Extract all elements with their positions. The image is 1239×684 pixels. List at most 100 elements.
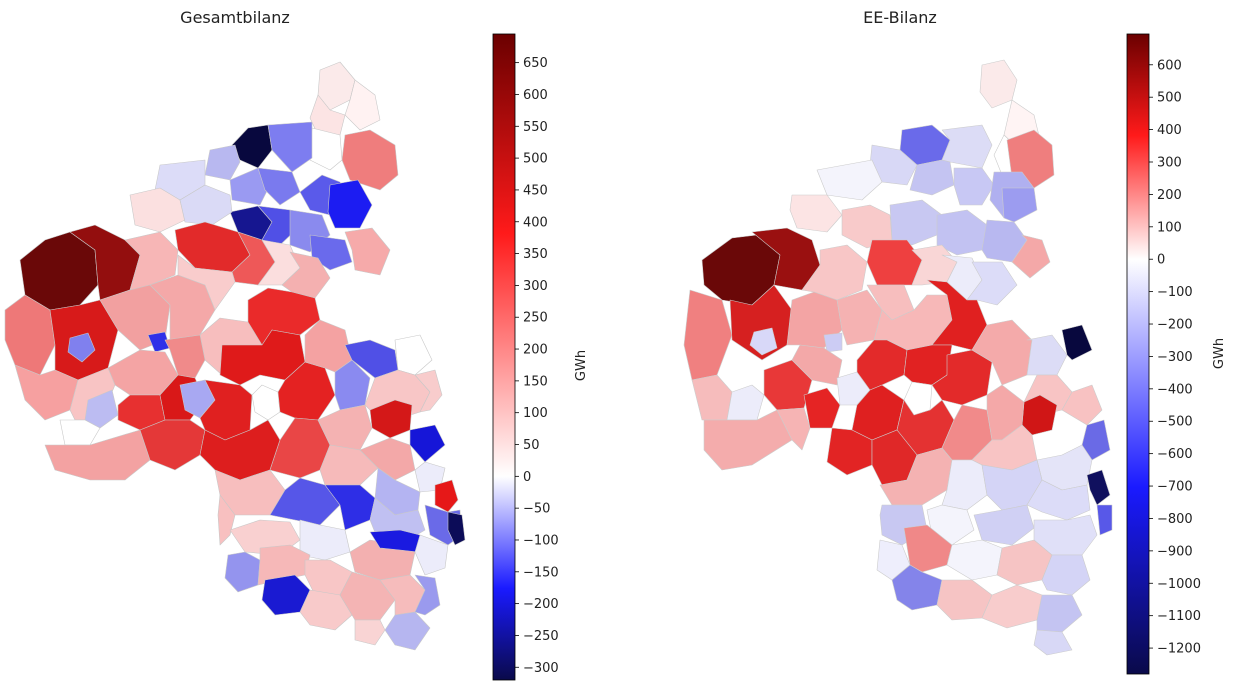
region (354, 619, 386, 646)
region (1061, 324, 1093, 361)
colorbar-tick-label: 600 (523, 88, 548, 103)
region (179, 184, 233, 226)
colorbar-tick-label: 200 (1157, 188, 1182, 203)
region (434, 479, 459, 513)
region (941, 124, 993, 169)
colorbar-tick-label: −150 (523, 565, 559, 580)
region (247, 287, 321, 346)
colorbar-tick-label: −1000 (1157, 577, 1201, 592)
region (384, 611, 431, 651)
colorbar-bar (492, 33, 516, 681)
colorbar-gradient: 650600550500450400350300250200150100500−… (492, 33, 559, 681)
region (1096, 504, 1113, 536)
region (749, 327, 778, 356)
region (971, 319, 1033, 386)
region (414, 369, 443, 413)
colorbar-tick-label: 450 (523, 183, 548, 198)
colorbar-tick-label: 0 (523, 470, 531, 485)
colorbar-tick-label: 350 (523, 247, 548, 262)
region (1011, 234, 1051, 279)
region (776, 407, 811, 451)
region (299, 519, 351, 561)
region (447, 511, 466, 546)
choropleth-map-ee-bilanz (683, 59, 1113, 656)
region (327, 179, 373, 229)
colorbar-tick-label: −100 (1157, 285, 1193, 300)
region (139, 419, 206, 471)
region (703, 409, 793, 471)
colorbar-tick-label: −1100 (1157, 609, 1201, 624)
colorbar-tick-label: 100 (523, 406, 548, 421)
region (1033, 629, 1073, 656)
colorbar-tick-label: 550 (523, 120, 548, 135)
region (1081, 419, 1111, 461)
region (409, 424, 446, 463)
region (691, 374, 733, 421)
region (726, 384, 765, 421)
colorbar-tick-label: −100 (523, 533, 559, 548)
region (394, 334, 433, 376)
colorbar-tick-label: −400 (1157, 382, 1193, 397)
region (1001, 187, 1038, 223)
region (1036, 594, 1083, 633)
colorbar-tick-label: −800 (1157, 512, 1193, 527)
region (67, 332, 96, 363)
region (59, 419, 101, 446)
colorbar-tick-label: 400 (523, 215, 548, 230)
region (816, 159, 883, 201)
colorbar-tick-label: 650 (523, 56, 548, 71)
region (177, 254, 236, 311)
region (1061, 384, 1103, 426)
region (936, 209, 988, 256)
region (791, 344, 843, 386)
region (803, 387, 841, 429)
colorbar-tick-label: −300 (1157, 350, 1193, 365)
region (889, 199, 943, 246)
colorbar-tick-label: −50 (523, 502, 550, 517)
map-title: EE-Bilanz (863, 8, 937, 27)
colorbar-tick-label: 300 (1157, 156, 1182, 171)
region (267, 121, 313, 173)
colorbar-tick-label: 300 (523, 279, 548, 294)
colorbar-tick-label: −900 (1157, 544, 1193, 559)
choropleth-map-gesamtbilanz (4, 61, 466, 651)
region (341, 129, 399, 191)
region (823, 332, 843, 353)
region (953, 167, 995, 206)
region (229, 167, 271, 206)
colorbar-tick-label: 0 (1157, 253, 1165, 268)
region (124, 231, 179, 291)
region (304, 319, 353, 373)
colorbar-tick-label: 500 (523, 152, 548, 167)
region (344, 227, 391, 276)
region (414, 534, 449, 576)
region (414, 574, 441, 616)
region (4, 294, 56, 376)
colorbar-tick-label: −1200 (1157, 642, 1201, 657)
region (946, 539, 1003, 581)
colorbar-tick-label: 500 (1157, 91, 1182, 106)
region (856, 339, 908, 391)
region (309, 234, 353, 271)
region (1026, 334, 1068, 376)
region (99, 284, 171, 351)
colorbar-tick-label: 100 (1157, 220, 1182, 235)
region (966, 261, 1018, 306)
colorbar-tick-label: −200 (523, 597, 559, 612)
region (84, 389, 119, 429)
colorbar-tick-label: −600 (1157, 447, 1193, 462)
region (217, 494, 236, 546)
colorbar-tick-label: 250 (523, 311, 548, 326)
region (44, 429, 151, 481)
region (269, 477, 341, 526)
region (204, 144, 241, 181)
region (789, 194, 843, 233)
colorbar-tick-label: 400 (1157, 123, 1182, 138)
region (257, 167, 301, 206)
region (1026, 479, 1091, 521)
region (224, 551, 261, 593)
region (344, 79, 381, 131)
colorbar-bar (1126, 33, 1150, 675)
